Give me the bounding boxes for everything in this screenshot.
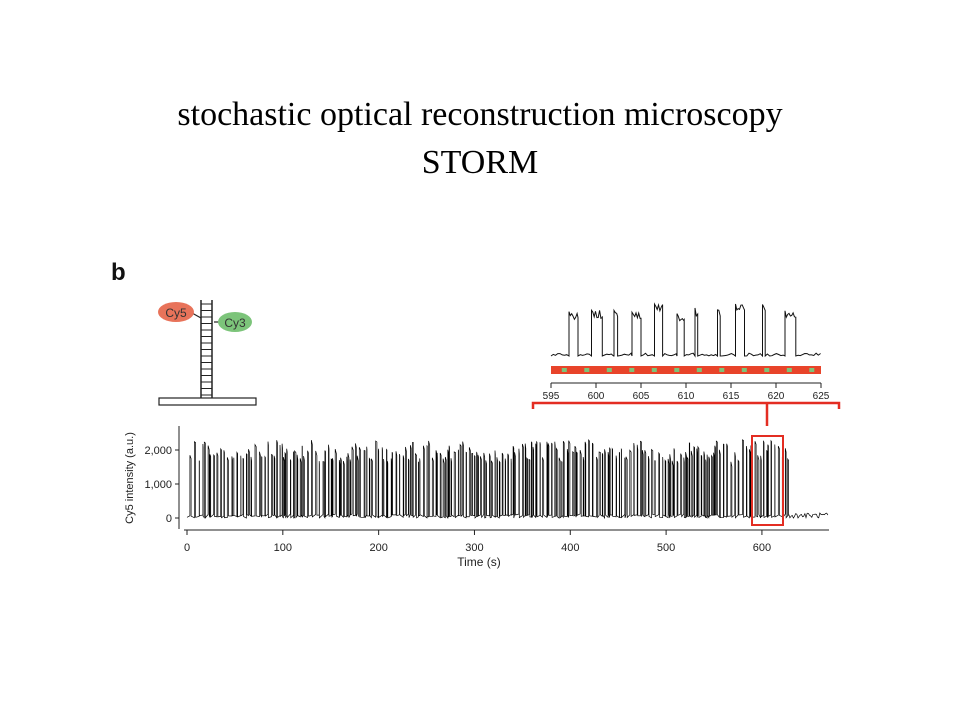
y-tick-label: 2,000	[144, 445, 172, 457]
inset-tick-label: 600	[588, 391, 605, 402]
x-tick-label: 100	[274, 542, 292, 554]
main-trace-panel: 0 1,000 2,000 0 100 200 300 400 500 600 Time (s)…	[124, 426, 829, 569]
cy5-dye	[158, 302, 194, 322]
cy3-label: Cy3	[224, 316, 246, 330]
y-tick-label: 0	[166, 513, 172, 525]
cy5-label: Cy5	[165, 306, 187, 320]
inset-bar-green	[584, 368, 590, 372]
inset-zoom-panel: 595 600 605 610 615 620 625	[531, 302, 841, 426]
surface-slide	[158, 397, 257, 406]
inset-bracket	[531, 401, 841, 409]
x-tick-label: 500	[657, 542, 675, 554]
inset-bar-red	[551, 366, 821, 374]
x-axis-label: Time (s)	[457, 555, 501, 569]
cy3-dye	[218, 312, 252, 332]
slide-title-line1: stochastic optical reconstruction micros…	[177, 96, 783, 133]
y-axis-label: Cy5 intensity (a.u.)	[124, 432, 136, 524]
inset-bar-green	[719, 368, 725, 372]
highlight-window	[751, 435, 784, 526]
main-x-ticks: 0 100 200 300 400 500 600	[184, 530, 771, 554]
inset-tick-label: 595	[543, 391, 560, 402]
inset-bar-green	[786, 368, 792, 372]
inset-bar-green	[764, 368, 770, 372]
inset-trace	[550, 302, 821, 358]
x-tick-label: 400	[561, 542, 579, 554]
x-tick-label: 300	[465, 542, 483, 554]
slide-title-line2: STORM	[421, 144, 539, 181]
inset-tick-label: 605	[633, 391, 650, 402]
y-tick-label: 1,000	[144, 479, 172, 491]
panel-label: b	[111, 259, 126, 286]
inset-bar-green	[561, 368, 567, 372]
inset-bar-green	[606, 368, 612, 372]
inset-tick-label: 615	[723, 391, 740, 402]
inset-bar-green	[809, 368, 815, 372]
inset-bar-green	[741, 368, 747, 372]
inset-bar-green	[674, 368, 680, 372]
inset-bar-green	[696, 368, 702, 372]
inset-color-bar	[551, 366, 821, 374]
inset-tick-label: 610	[678, 391, 695, 402]
inset-bar-green	[629, 368, 635, 372]
inset-bar-green	[651, 368, 657, 372]
inset-x-ticks: 595 600 605 610 615 620 625	[543, 383, 830, 402]
dna-rungs	[201, 303, 212, 396]
x-tick-label: 200	[369, 542, 387, 554]
dna-construct-schematic: Cy5 Cy3	[158, 300, 257, 406]
inset-tick-label: 620	[768, 391, 785, 402]
inset-tick-label: 625	[813, 391, 830, 402]
x-tick-label: 600	[753, 542, 771, 554]
x-tick-label: 0	[184, 542, 190, 554]
main-trace	[186, 439, 829, 520]
main-y-ticks: 0 1,000 2,000	[144, 445, 179, 525]
